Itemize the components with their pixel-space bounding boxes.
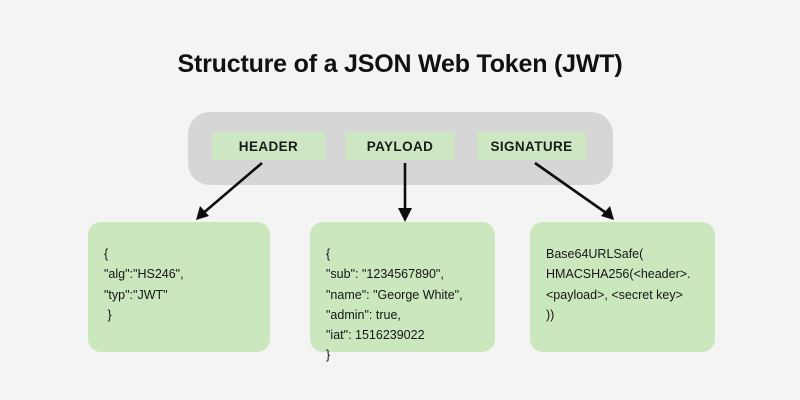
signature-code-text: Base64URLSafe( HMACSHA256(<header>. <pay… (546, 247, 691, 322)
segment-chip-payload-label: PAYLOAD (366, 138, 434, 154)
detail-box-signature: Base64URLSafe( HMACSHA256(<header>. <pay… (530, 222, 715, 352)
payload-arrow-head-icon (398, 208, 412, 222)
signature-arrow-head-icon (601, 206, 614, 220)
segment-chip-header-label: HEADER (238, 138, 299, 154)
header-arrow-head-icon (196, 206, 209, 220)
detail-box-header: { "alg":"HS246", "typ":"JWT" } (88, 222, 270, 352)
payload-code-text: { "sub": "1234567890", "name": "George W… (326, 247, 463, 363)
segment-chip-signature[interactable]: SIGNATURE (477, 132, 586, 160)
segment-chip-payload[interactable]: PAYLOAD (345, 132, 455, 160)
segment-chip-signature-label: SIGNATURE (490, 138, 573, 154)
detail-box-payload: { "sub": "1234567890", "name": "George W… (310, 222, 495, 362)
segment-chip-header[interactable]: HEADER (212, 132, 325, 160)
header-code-text: { "alg":"HS246", "typ":"JWT" } (104, 247, 184, 322)
page-title: Structure of a JSON Web Token (JWT) (177, 50, 623, 78)
